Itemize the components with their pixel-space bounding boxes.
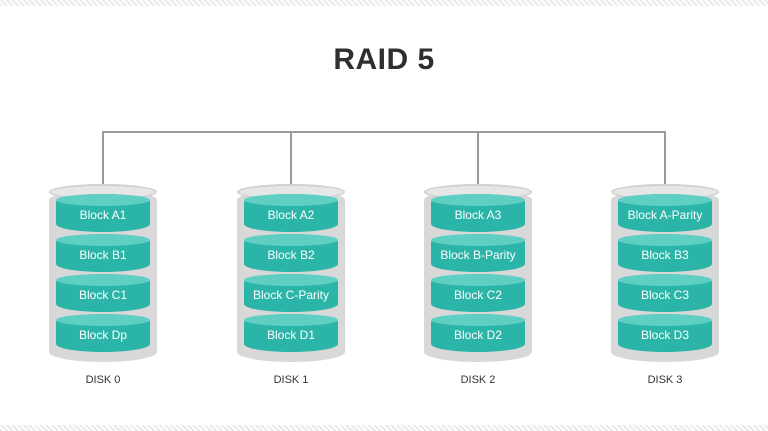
disk-3-label: DISK 3 xyxy=(647,374,683,386)
disk-0-label: DISK 0 xyxy=(85,374,121,386)
block-label: Block A3 xyxy=(454,208,502,222)
connector-drop-disk-2 xyxy=(477,131,479,193)
bottom-border xyxy=(0,425,768,431)
disk-block: Block B2 xyxy=(244,234,338,272)
block-label: Block B3 xyxy=(641,248,689,262)
connector-bus-line xyxy=(103,131,665,133)
top-border xyxy=(0,0,768,6)
disk-block: Block C3 xyxy=(618,274,712,312)
block-label: Block A1 xyxy=(79,208,127,222)
connector-drop-disk-0 xyxy=(102,131,104,193)
block-label: Block B-Parity xyxy=(440,248,516,262)
disk-block: Block A3 xyxy=(431,194,525,232)
disk-2-label: DISK 2 xyxy=(460,374,496,386)
disk-block: Block C2 xyxy=(431,274,525,312)
block-label: Block A2 xyxy=(267,208,315,222)
disk-block: Block A-Parity xyxy=(618,194,712,232)
block-label: Block B1 xyxy=(79,248,127,262)
block-label: Block C-Parity xyxy=(252,288,329,302)
disk-block: Block B1 xyxy=(56,234,150,272)
disk-3-cylinder: Block A-Parity Block B3 Block C3 Block D… xyxy=(611,184,719,362)
disk-block: Block B3 xyxy=(618,234,712,272)
disk-2-cylinder: Block A3 Block B-Parity Block C2 Block D… xyxy=(424,184,532,362)
block-label: Block C1 xyxy=(78,288,128,302)
connector-drop-disk-3 xyxy=(664,131,666,193)
block-label: Block D2 xyxy=(453,328,503,342)
disk-block: Block Dp xyxy=(56,314,150,352)
block-label: Block D1 xyxy=(266,328,316,342)
disk-block: Block C-Parity xyxy=(244,274,338,312)
block-label: Block D3 xyxy=(640,328,690,342)
block-label: Block A-Parity xyxy=(627,208,703,222)
disk-block: Block B-Parity xyxy=(431,234,525,272)
disk-block: Block D3 xyxy=(618,314,712,352)
block-label: Block B2 xyxy=(267,248,315,262)
disk-block: Block A2 xyxy=(244,194,338,232)
disk-block: Block D2 xyxy=(431,314,525,352)
connector-drop-disk-1 xyxy=(290,131,292,193)
disk-0-cylinder: Block A1 Block B1 Block C1 Block Dp xyxy=(49,184,157,362)
disk-block: Block C1 xyxy=(56,274,150,312)
block-label: Block Dp xyxy=(78,328,128,342)
disk-block: Block D1 xyxy=(244,314,338,352)
disk-block: Block A1 xyxy=(56,194,150,232)
disk-1-label: DISK 1 xyxy=(273,374,309,386)
diagram-title: RAID 5 xyxy=(333,43,435,76)
disk-1-cylinder: Block A2 Block B2 Block C-Parity Block D… xyxy=(237,184,345,362)
block-label: Block C2 xyxy=(453,288,503,302)
block-label: Block C3 xyxy=(640,288,690,302)
